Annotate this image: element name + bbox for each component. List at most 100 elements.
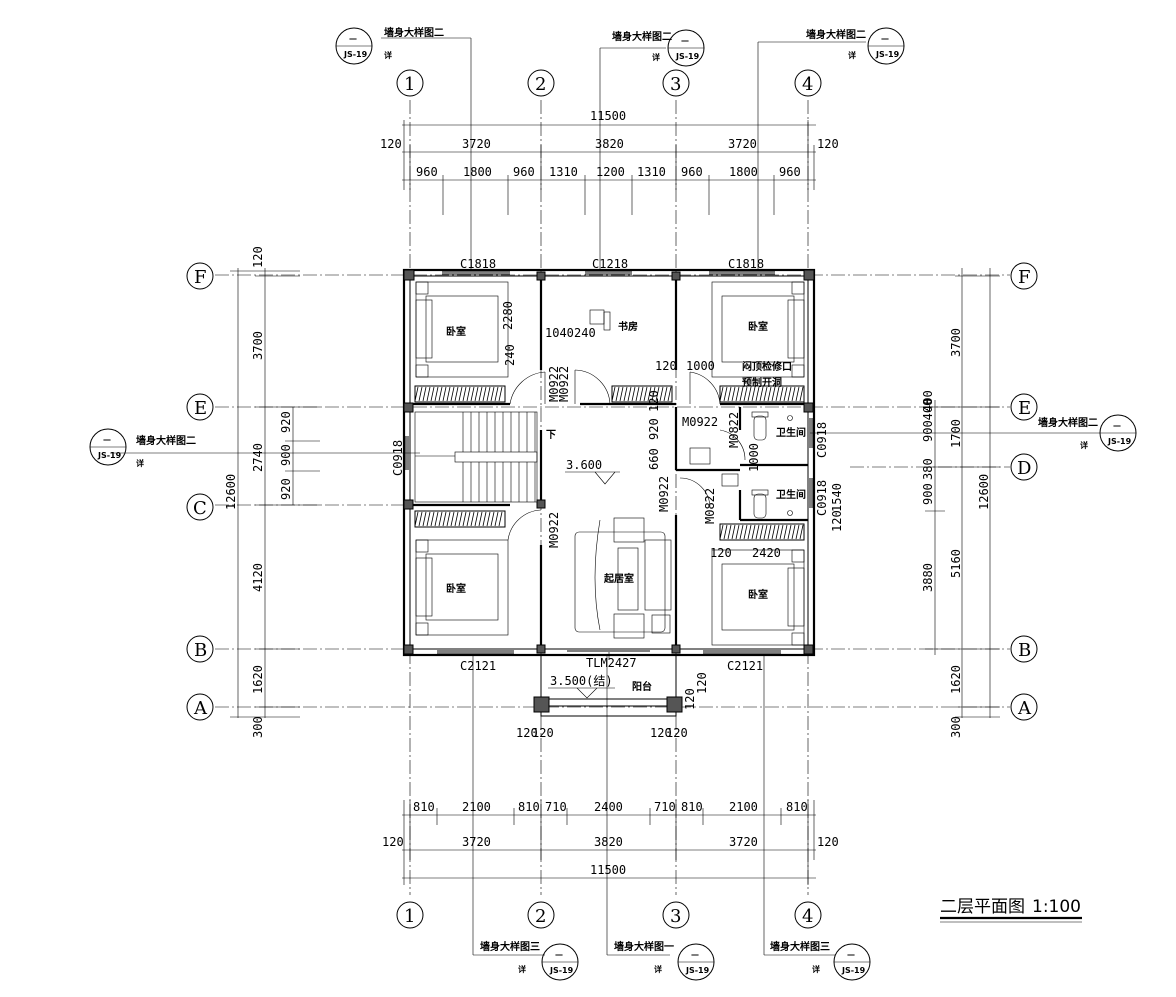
svg-text:—: — [1113,421,1121,430]
dim-960-d: 960 [779,165,801,179]
ref-bubble-bottom-mid: — JS-19 墙身大样图一 详 [614,940,715,981]
dim-2100-b: 2100 [729,800,758,814]
svg-text:JS-19: JS-19 [841,966,866,975]
elevation-balcony: 3.500(结) [550,674,613,688]
svg-text:240: 240 [574,326,596,340]
svg-text:—: — [103,435,111,444]
svg-text:墙身大样图二: 墙身大样图二 [806,28,866,41]
dim-wall-bottom-right: 120 [817,835,839,849]
axis-label-2-bottom: 2 [535,906,546,927]
svg-text:C1818: C1818 [728,257,764,271]
dim-2100-a: 2100 [462,800,491,814]
dim-3700-right: 3700 [949,328,963,357]
dim-1620-left: 1620 [251,665,265,694]
svg-text:墙身大样图二: 墙身大样图二 [612,30,672,43]
svg-text:JS-19: JS-19 [875,50,900,59]
living-room-furniture [574,517,672,639]
axis-label-f: F [194,267,207,288]
svg-text:JS-19: JS-19 [675,52,700,61]
dim-810-c: 810 [681,800,703,814]
svg-text:详: 详 [812,964,820,974]
room-bedroom-3: 卧室 [446,582,466,595]
svg-text:墙身大样图一: 墙身大样图一 [614,940,674,953]
dim-960-b: 960 [513,165,535,179]
study-chair [589,309,611,331]
dim-3700-left: 3700 [251,331,265,360]
interior-dims: 1040 240 2280 240 120 1000 920 660 120 1… [501,301,844,740]
axis-label-a: A [193,698,208,719]
axis-label-1-bottom: 1 [404,906,415,927]
svg-text:120: 120 [683,688,697,710]
room-bedroom-4: 卧室 [748,588,768,601]
axis-label-c: C [193,498,207,519]
axis-label-3: 3 [670,74,681,95]
svg-text:C1818: C1818 [460,257,496,271]
note-prefab-opening: 预制开洞 [742,376,782,389]
note-ceiling-access: 闷顶检修口 [742,360,792,373]
dim-wall-bottom-left: 120 [382,835,404,849]
svg-text:M0822: M0822 [703,488,717,524]
dim-2400: 2400 [594,800,623,814]
svg-text:—: — [681,36,689,45]
svg-text:M0922: M0922 [657,476,671,512]
closets [414,385,805,541]
svg-text:墙身大样图二: 墙身大样图二 [136,434,196,447]
axis-label-e-right: E [1018,398,1031,419]
svg-text:—: — [349,34,357,43]
room-bath-1: 卫生间 [776,426,806,439]
svg-text:墙身大样图二: 墙身大样图二 [384,26,444,39]
axis-bubbles: 1 2 3 4 1 2 3 4 F E C B A F E D B A [186,69,1038,929]
ref-bubble-right: — JS-19 墙身大样图二 详 [1038,414,1137,452]
dim-total-top: 11500 [590,109,626,123]
dim-5160-right: 5160 [949,549,963,578]
dim-bay-1-bottom: 3720 [462,835,491,849]
dim-12600-left: 12600 [224,474,238,510]
axis-label-b-right: B [1018,640,1031,661]
svg-text:240: 240 [503,344,517,366]
elevation-floor: 3.600 [566,458,602,472]
svg-text:2280: 2280 [501,301,515,330]
top-dimensions: 11500 120 3720 3820 3720 120 960 1800 96… [380,109,839,215]
left-dimensions: 120 3700 2740 4120 1620 300 12600 920 90… [224,246,320,738]
svg-text:墙身大样图三: 墙身大样图三 [770,940,830,953]
svg-text:1040: 1040 [545,326,574,340]
svg-text:C2121: C2121 [460,659,496,673]
svg-text:120: 120 [516,726,538,740]
dim-1310-a: 1310 [549,165,578,179]
svg-text:—: — [691,950,699,959]
ref-bubble-bottom-left: — JS-19 墙身大样图三 详 [480,940,579,981]
dim-1310-b: 1310 [637,165,666,179]
axis-label-4: 4 [802,74,813,95]
dim-900-right: 900 [921,483,935,505]
svg-text:1000: 1000 [747,443,761,472]
room-bath-2: 卫生间 [776,488,806,501]
axis-label-1: 1 [404,74,415,95]
svg-text:1000: 1000 [686,359,715,373]
axis-label-4-bottom: 4 [802,906,813,927]
dim-960-c: 960 [681,165,703,179]
dim-1620-right: 1620 [949,665,963,694]
svg-text:详: 详 [384,50,392,60]
svg-text:JS-19: JS-19 [685,966,710,975]
axis-label-e: E [194,398,207,419]
ref-bubble-top-mid: — JS-19 墙身大样图二 详 [612,29,705,67]
dim-300-left: 300 [251,716,265,738]
room-bedroom-1: 卧室 [446,325,466,338]
dim-bay-1: 3720 [462,137,491,151]
dim-1700-right: 1700 [949,419,963,448]
svg-text:660: 660 [647,448,661,470]
svg-text:—: — [847,950,855,959]
svg-text:详: 详 [848,50,856,60]
svg-text:C1218: C1218 [592,257,628,271]
svg-text:M0922: M0922 [547,366,561,402]
dim-1200: 1200 [596,165,625,179]
svg-text:C0918: C0918 [815,480,829,516]
svg-text:120: 120 [650,726,672,740]
svg-text:M0822: M0822 [727,412,741,448]
svg-text:—: — [555,950,563,959]
right-dimensions: 3700 1700 5160 1620 300 12600 3880 900 3… [921,268,1000,738]
svg-text:JS-19: JS-19 [97,451,122,460]
axis-label-b: B [194,640,207,661]
svg-text:120: 120 [666,726,688,740]
staircase [414,411,538,503]
